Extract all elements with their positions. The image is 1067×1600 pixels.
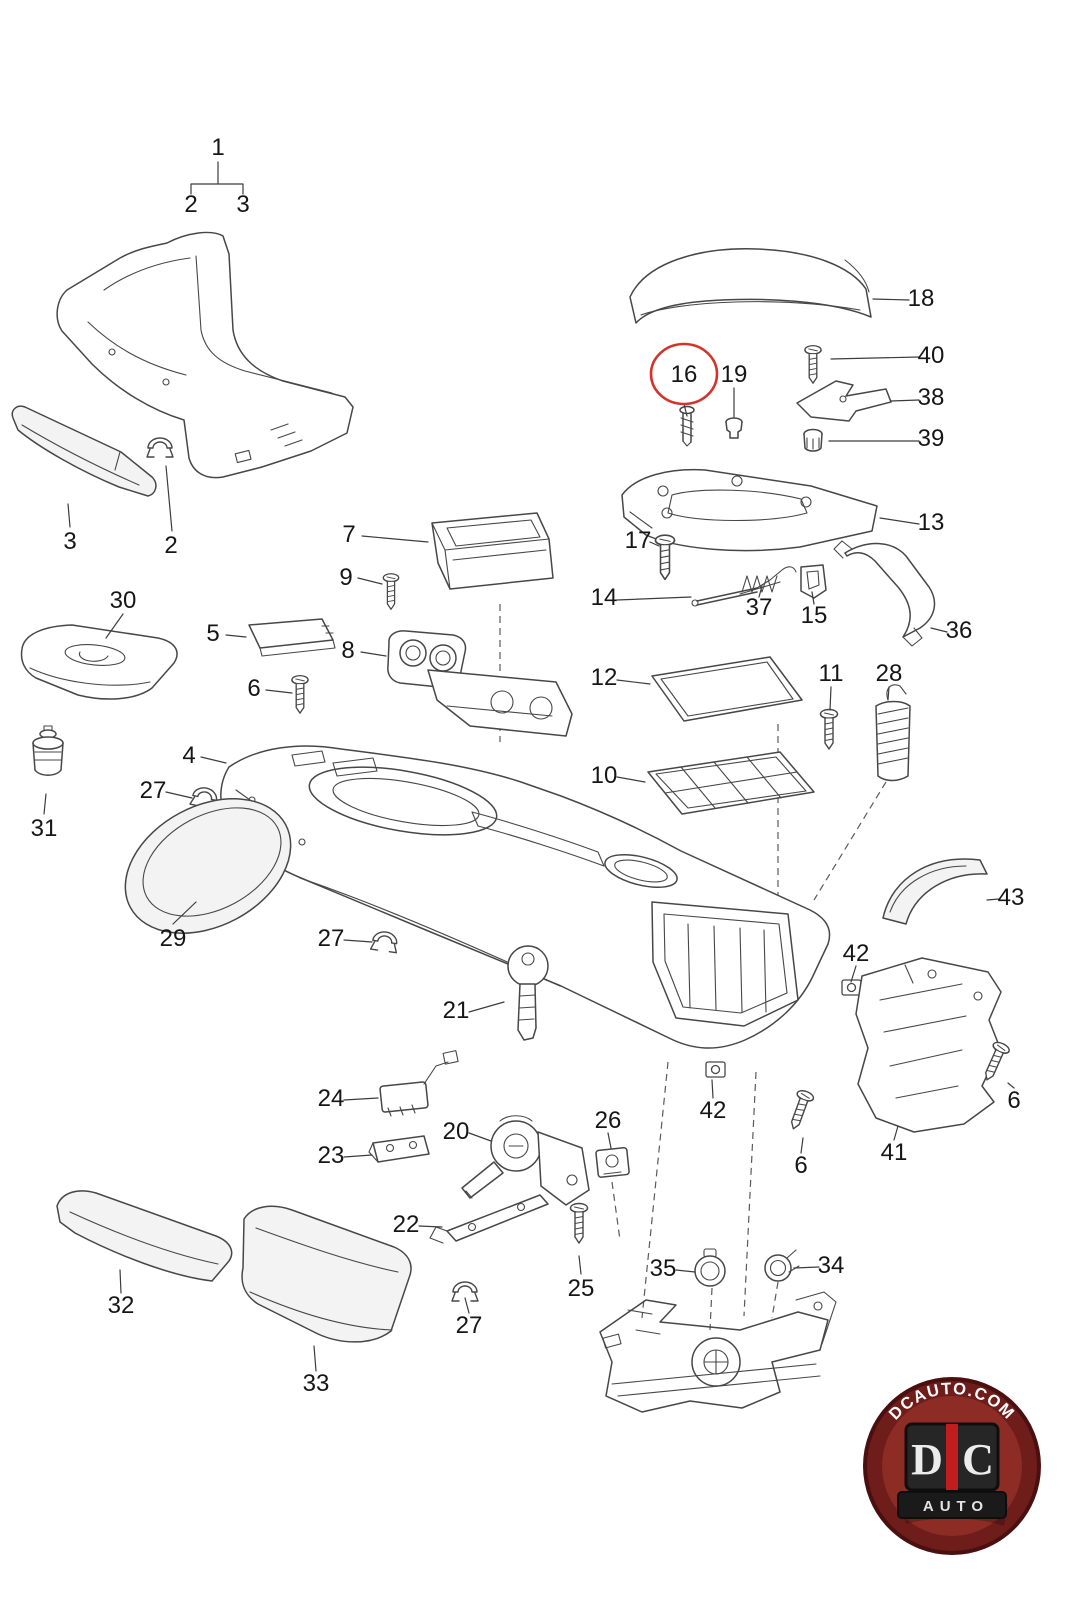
part-8-cupholder-insert [387,630,573,737]
part-label-37: 37 [746,594,773,621]
part-label-6: 6 [794,1152,807,1179]
bottom-mount-assembly [599,1291,837,1413]
part-12-liner-mat [651,656,803,722]
part-label-33: 33 [303,1370,330,1397]
part-label-3: 3 [236,191,249,218]
part-label-36: 36 [946,617,973,644]
logo-red-stripe [946,1424,958,1490]
part-38-bracket [796,380,892,422]
part-24-switch [379,1050,459,1117]
part-label-11: 11 [819,660,844,687]
part-label-41: 41 [881,1139,908,1166]
part-label-16: 16 [671,361,698,388]
part-label-19: 19 [721,361,748,388]
part-label-9: 9 [339,564,352,591]
part-23-bracket [368,1135,430,1163]
part-26-grommet [595,1146,630,1178]
part-label-7: 7 [342,521,355,548]
part-21-key [507,945,549,1041]
part-label-4: 4 [182,742,195,769]
part-label-22: 22 [393,1211,420,1238]
logo-letter-d: D [911,1435,943,1484]
part-label-12: 12 [591,664,618,691]
part-label-20: 20 [443,1118,470,1145]
part-label-23: 23 [318,1142,345,1169]
part-22-bracket-bar [429,1194,549,1244]
part-label-31: 31 [31,815,58,842]
part-label-24: 24 [318,1085,345,1112]
part-14-rod [691,566,797,607]
part-1-rear-trim-assembly [56,231,354,479]
part-label-1: 1 [211,134,224,161]
part-label-6: 6 [1007,1087,1020,1114]
part-label-5: 5 [206,620,219,647]
part-label-21: 21 [443,997,470,1024]
part-label-27: 27 [318,925,345,952]
part-label-17: 17 [625,527,652,554]
part-label-42: 42 [843,940,870,967]
part-label-2: 2 [184,191,197,218]
part-36-strap [833,540,936,647]
construction-lines [499,604,887,1331]
part-29-side-panel [124,798,292,934]
highlight-circle-16 [649,342,719,406]
part-label-10: 10 [591,762,618,789]
part-label-2: 2 [164,532,177,559]
part-30-cover-panel [20,624,178,700]
part-label-40: 40 [918,342,945,369]
part-5-cover [248,618,336,657]
part-7-storage-tray [431,512,554,590]
part-18-armrest-lid [629,248,872,324]
leader-lines [43,161,1015,1372]
part-3-side-strip [11,405,157,497]
part-28-gaiter [875,684,911,782]
dcauto-logo-badge: DCAUTO.COM D C AUTO [863,1377,1041,1555]
part-label-42: 42 [700,1097,727,1124]
part-15-clip [800,564,827,599]
part-label-34: 34 [818,1252,845,1279]
part-34-lighter-socket [764,1249,800,1282]
part-33-side-panel-right [241,1205,412,1343]
part-label-3: 3 [63,528,76,555]
part-label-29: 29 [160,925,187,952]
part-37-spring [739,575,781,595]
part-label-30: 30 [110,587,137,614]
part-35-lighter [694,1248,726,1287]
part-label-14: 14 [591,584,618,611]
part-20-lock-housing [461,1115,590,1206]
part-19-cap [725,417,743,439]
part-label-15: 15 [801,602,828,629]
part-label-6: 6 [247,675,260,702]
part-label-32: 32 [108,1292,135,1319]
part-16-spring-screw [679,405,695,447]
part-label-13: 13 [918,509,945,536]
part-label-35: 35 [650,1255,677,1282]
part-label-25: 25 [568,1275,595,1302]
part-label-43: 43 [998,884,1025,911]
part-42-clip-a [705,1061,726,1078]
logo-banner [897,1491,1007,1519]
part-label-27: 27 [140,777,167,804]
part-41-rear-bracket [855,957,1002,1133]
part-label-18: 18 [908,285,935,312]
part-43-cover [882,858,988,925]
logo-word-auto: AUTO [923,1498,989,1515]
part-39-nut [803,428,823,452]
part-label-27: 27 [456,1312,483,1339]
part-32-side-panel-left [56,1190,233,1282]
logo-letter-c: C [962,1435,994,1484]
part-label-8: 8 [341,637,354,664]
part-label-26: 26 [595,1107,622,1134]
part-31-plug [32,725,64,776]
part-13-rear-panel [621,468,878,552]
part-label-28: 28 [876,660,903,687]
part-10-insert-grid [647,751,815,815]
part-label-39: 39 [918,425,945,452]
part-label-38: 38 [918,384,945,411]
